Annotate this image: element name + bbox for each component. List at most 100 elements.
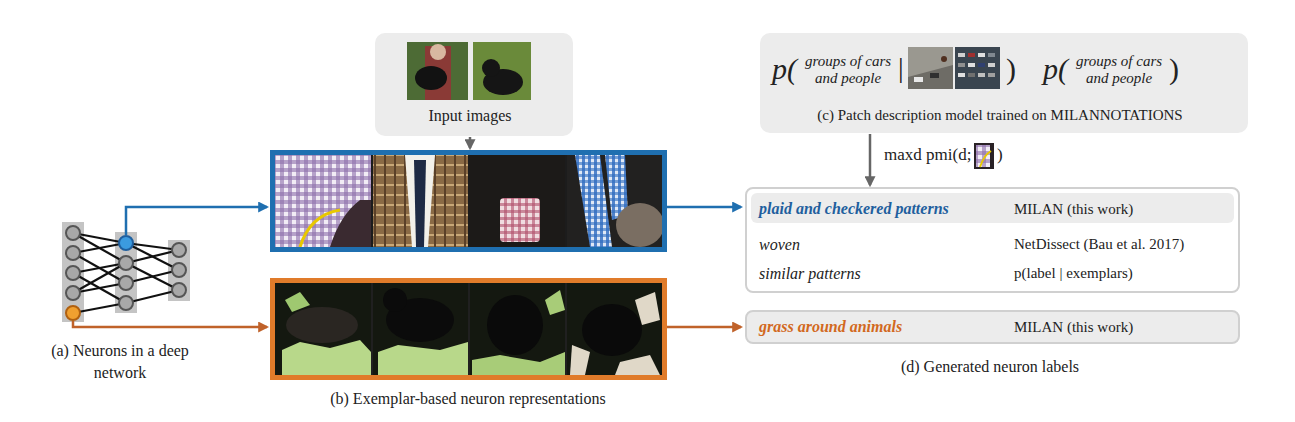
svg-polygon — [285, 292, 310, 312]
input-box: Input images — [375, 33, 573, 136]
svg-circle — [119, 296, 133, 310]
svg-polygon — [635, 292, 660, 325]
svg-circle — [66, 226, 80, 240]
svg-rect — [988, 63, 995, 67]
svg-path — [330, 200, 371, 247]
box-title: Input images — [375, 106, 565, 125]
neuron-label: grass around animals — [759, 317, 902, 336]
svg-ellipse — [616, 203, 664, 247]
svg-rect — [955, 47, 1000, 89]
label-table: grass around animalsMILAN (this work) — [745, 310, 1240, 344]
svg-rect — [958, 53, 965, 57]
svg-ellipse — [286, 307, 358, 343]
svg-rect — [273, 153, 665, 250]
svg-line — [468, 155, 470, 247]
svg-circle — [172, 243, 186, 257]
svg-circle — [482, 59, 500, 77]
svg-circle — [430, 44, 446, 60]
svg-rect — [978, 53, 985, 57]
svg-rect — [958, 73, 965, 77]
svg-line — [73, 303, 126, 313]
method-name: p(label | exemplars) — [1014, 264, 1133, 282]
math-text: | — [898, 51, 904, 85]
math-text: p( — [1043, 51, 1068, 87]
svg-circle — [66, 306, 80, 320]
svg-line — [73, 283, 126, 293]
svg-ellipse — [487, 295, 543, 355]
svg-rect — [978, 63, 985, 67]
connector-arrow — [869, 134, 872, 185]
svg-rect — [930, 73, 939, 78]
svg-rect — [968, 63, 975, 67]
svg-rect — [968, 53, 975, 57]
method-name: MILAN (this work) — [1014, 200, 1133, 218]
svg-rect — [976, 145, 990, 167]
svg-g — [372, 155, 566, 247]
math-text: groups of cars and people — [1071, 53, 1167, 87]
svg-line — [73, 233, 126, 263]
svg-polygon — [282, 340, 371, 375]
neuron-label: plaid and checkered patterns — [759, 199, 949, 218]
svg-path — [980, 151, 991, 167]
svg-rect — [473, 42, 531, 100]
svg-polygon — [472, 352, 565, 375]
svg-rect — [168, 240, 190, 301]
svg-circle — [172, 263, 186, 277]
svg-rect — [968, 73, 975, 77]
neural-network — [62, 222, 190, 322]
svg-line — [371, 283, 373, 375]
svg-line — [565, 283, 567, 375]
svg-rect — [275, 155, 371, 247]
svg-circle — [941, 56, 947, 62]
svg-line — [126, 263, 179, 290]
patch-thumbnail — [974, 143, 994, 169]
svg-rect — [958, 63, 965, 67]
svg-rect — [500, 198, 540, 242]
svg-line — [126, 290, 179, 303]
method-name: NetDissect (Bau et al. 2017) — [1014, 235, 1184, 253]
patch-model-box: p(groups of cars and people|)p(groups of… — [760, 33, 1248, 133]
svg-line — [126, 250, 179, 263]
svg-line — [565, 155, 567, 247]
svg-circle — [383, 288, 407, 312]
svg-path — [469, 137, 472, 148]
svg-polygon — [545, 290, 565, 315]
math-text: p( — [772, 51, 797, 87]
svg-ellipse — [582, 304, 642, 356]
svg-rect — [988, 73, 995, 77]
svg-polygon — [575, 155, 612, 247]
svg-circle — [66, 266, 80, 280]
math-text: ) — [997, 145, 1003, 165]
svg-circle — [172, 283, 186, 297]
svg-circle — [66, 246, 80, 260]
label-table: plaid and checkered patterns MILAN (this … — [745, 187, 1240, 293]
svg-rect — [908, 47, 953, 89]
svg-circle — [119, 276, 133, 290]
photo-thumbnails — [407, 42, 531, 100]
svg-rect — [407, 42, 468, 100]
svg-ellipse — [415, 66, 447, 90]
panel-caption: (d) Generated neuron labels — [790, 357, 1190, 376]
svg-circle — [119, 256, 133, 270]
svg-rect — [914, 77, 923, 82]
panel-caption: (a) Neurons in a deep network — [45, 340, 195, 384]
panel-caption: (c) Patch description model trained on M… — [760, 106, 1240, 124]
panel-caption: (b) Exemplar-based neuron representation… — [228, 389, 708, 408]
svg-rect — [373, 155, 468, 247]
math-text: ) — [1006, 51, 1016, 87]
svg-line — [371, 155, 373, 247]
svg-polygon — [908, 65, 953, 89]
blue-exemplars — [273, 153, 665, 250]
svg-line — [468, 283, 470, 375]
math-text: ) — [1169, 51, 1179, 87]
svg-rect — [974, 143, 994, 169]
svg-polygon — [378, 342, 468, 375]
svg-rect — [275, 283, 662, 375]
neuron-label: similar patterns — [759, 264, 861, 283]
photo-thumbnails — [908, 47, 1000, 89]
svg-polygon — [570, 345, 590, 375]
svg-path — [73, 321, 267, 327]
svg-rect — [988, 53, 995, 57]
svg-g — [66, 226, 186, 310]
